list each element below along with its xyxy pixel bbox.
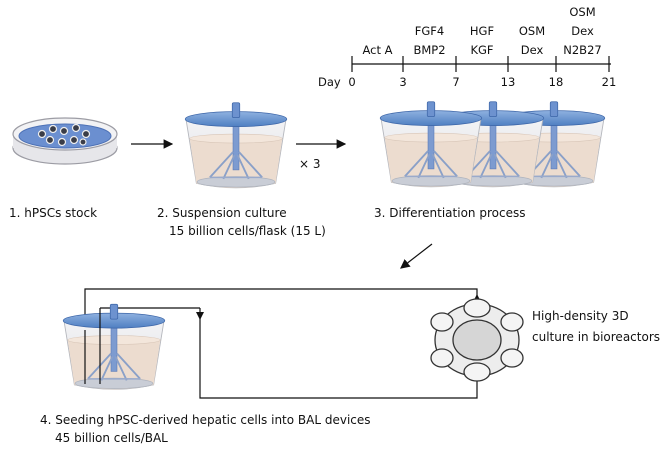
timeline-tick-label: 18: [549, 75, 564, 89]
bioreactor-label-line2: culture in bioreactors: [532, 330, 660, 344]
bioreactor-icon: [430, 298, 524, 382]
hpsc-dish: [12, 117, 118, 165]
step4-sublabel: 45 billion cells/BAL: [55, 431, 168, 445]
multiplier-label: × 3: [299, 157, 321, 171]
timeline-tick-label: 21: [602, 75, 617, 89]
timeline-tick-label: 7: [452, 75, 459, 89]
step1-label: 1. hPSCs stock: [9, 206, 97, 220]
timeline-factor-label: OSM: [569, 5, 595, 19]
timeline-factor-label: OSM: [519, 24, 545, 38]
arrow-step3-to-step4: [400, 243, 433, 269]
timeline-factor-label: Act A: [362, 43, 392, 57]
suspension-flask-icon: [184, 101, 288, 189]
timeline-factor-label: BMP2: [413, 43, 445, 57]
timeline-tick-label: 0: [348, 75, 355, 89]
timeline-factor-label: FGF4: [415, 24, 444, 38]
timeline-ticks: 0 3 7 13 18 21: [348, 56, 616, 89]
step2-sublabel: 15 billion cells/flask (15 L): [169, 224, 326, 238]
step2-label: 2. Suspension culture: [157, 206, 287, 220]
timeline-tick-label: 13: [501, 75, 516, 89]
step3-label: 3. Differentiation process: [374, 206, 525, 220]
timeline-factor-label: HGF: [470, 24, 494, 38]
day-label: Day: [318, 75, 341, 89]
bal-device-icon: [62, 303, 166, 391]
timeline-factor-label: Dex: [521, 43, 544, 57]
timeline-tick-label: 3: [399, 75, 406, 89]
timeline-factor-label: Dex: [571, 24, 594, 38]
loop-arrow-down: [196, 312, 204, 320]
step4-label: 4. Seeding hPSC-derived hepatic cells in…: [40, 413, 371, 427]
differentiation-flasks: [379, 100, 606, 188]
loop-return-line: [199, 308, 478, 399]
flask-icon-1: [379, 100, 483, 188]
timeline-factor-label: KGF: [470, 43, 493, 57]
bioreactor-label-line1: High-density 3D: [532, 309, 629, 323]
timeline-factor-label: N2B27: [563, 43, 601, 57]
